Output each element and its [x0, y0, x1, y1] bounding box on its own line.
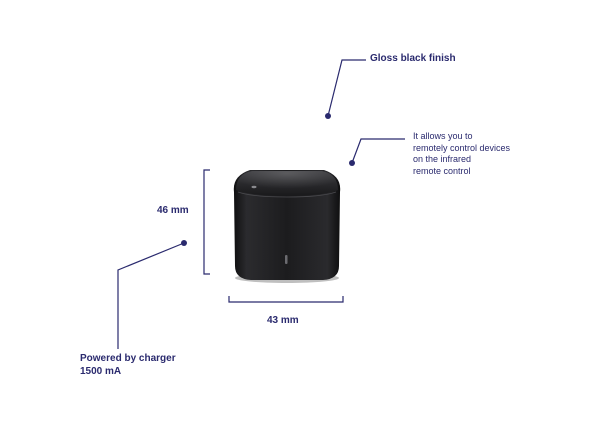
gloss-finish-label: Gloss black finish — [370, 53, 456, 64]
ir-callout-line — [351, 138, 405, 164]
ir-control-line-4: remote control — [413, 165, 471, 176]
power-line-2: 1500 mA — [80, 366, 122, 377]
ir-control-line-3: on the infrared — [413, 154, 472, 164]
power-callout-line — [117, 242, 185, 349]
gloss-callout-dot — [325, 113, 331, 119]
gloss-callout-line — [327, 59, 366, 117]
ir-control-line-2: remotely control devices — [413, 142, 511, 153]
ir-control-line-1: It allows you to — [413, 131, 473, 141]
height-bracket — [203, 169, 210, 275]
height-dimension-label: 46 mm — [157, 205, 189, 216]
width-dimension-label: 43 mm — [267, 315, 299, 326]
power-callout-dot — [181, 240, 187, 246]
width-bracket — [228, 296, 344, 303]
power-description: Powered by charger 1500 mA — [80, 352, 176, 378]
ir-callout-dot — [349, 160, 355, 166]
power-line-1: Powered by charger — [80, 353, 176, 364]
ir-control-description: It allows you to remotely control device… — [413, 131, 510, 177]
black-cube-ir-remote-icon — [233, 170, 341, 283]
